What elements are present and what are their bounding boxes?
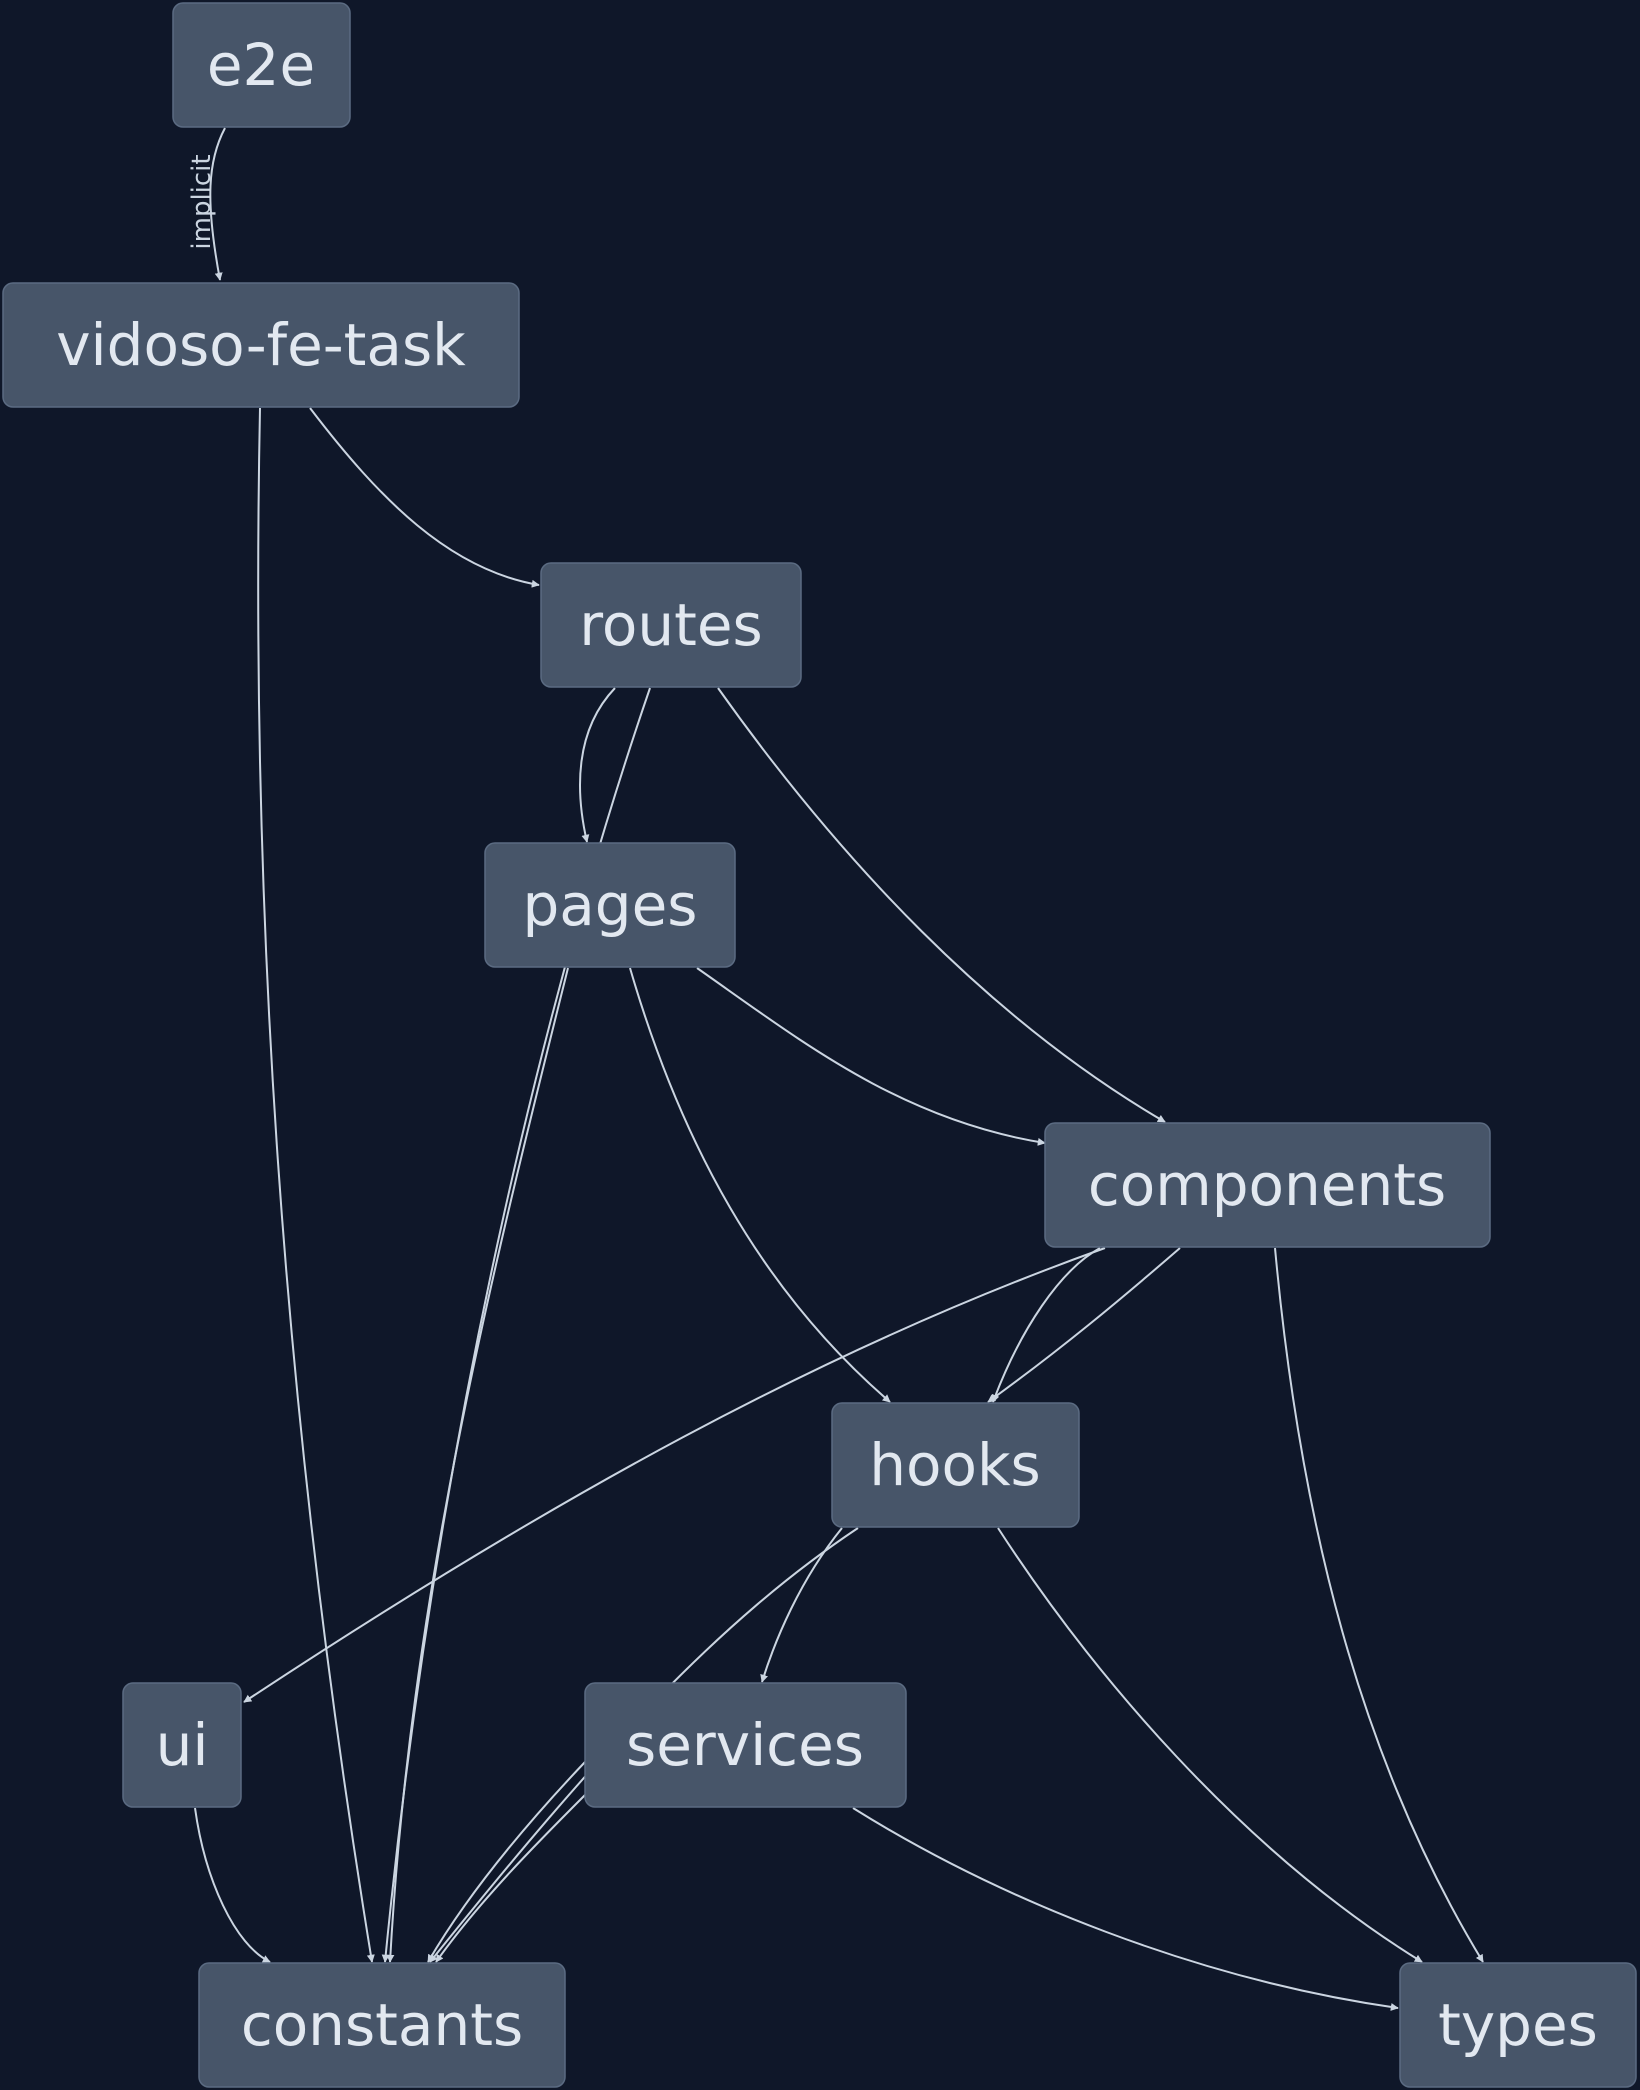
edge-pages-hooks — [629, 967, 891, 1403]
node-constants[interactable]: constants — [198, 1962, 566, 2088]
node-label-e2e: e2e — [207, 31, 315, 99]
edge-routes-pages — [579, 687, 616, 843]
edge-components-types — [1274, 1247, 1484, 1963]
edge-hooks-types — [997, 1527, 1423, 1963]
node-label-services: services — [626, 1711, 864, 1779]
node-label-pages: pages — [522, 871, 697, 939]
edge-components-ui — [243, 1247, 1106, 1703]
edge-hooks-services — [760, 1527, 843, 1683]
node-label-components: components — [1088, 1151, 1446, 1219]
edge-services-constants-a — [427, 1761, 586, 1963]
edge-routes-components — [717, 687, 1166, 1123]
node-label-types: types — [1438, 1991, 1598, 2059]
node-ui[interactable]: ui — [122, 1682, 242, 1808]
node-services[interactable]: services — [584, 1682, 907, 1808]
edge-components-hooks-a — [991, 1247, 1101, 1403]
node-label-routes: routes — [579, 591, 762, 659]
node-label-ui: ui — [156, 1711, 209, 1779]
node-hooks[interactable]: hooks — [831, 1402, 1080, 1528]
edge-vidoso-constants — [257, 407, 375, 1963]
node-vidoso-fe-task[interactable]: vidoso-fe-task — [2, 282, 520, 408]
node-label-vidoso-fe-task: vidoso-fe-task — [56, 311, 466, 379]
node-types[interactable]: types — [1399, 1962, 1637, 2088]
node-label-constants: constants — [241, 1991, 523, 2059]
edge-services-constants-b — [435, 1794, 586, 1963]
edge-components-hooks-b — [987, 1247, 1181, 1403]
edge-pages-constants — [386, 967, 569, 1963]
edge-services-types — [852, 1807, 1399, 2011]
node-routes[interactable]: routes — [540, 562, 802, 688]
node-pages[interactable]: pages — [484, 842, 736, 968]
node-e2e[interactable]: e2e — [172, 2, 351, 128]
node-label-hooks: hooks — [869, 1431, 1041, 1499]
node-components[interactable]: components — [1044, 1122, 1491, 1248]
edge-pages-components — [696, 967, 1046, 1146]
edge-ui-constants — [194, 1807, 271, 1963]
edge-vidoso-routes — [309, 407, 540, 588]
edge-label-implicit: implicit — [187, 154, 217, 249]
edge-e2e-vidoso — [209, 127, 226, 281]
